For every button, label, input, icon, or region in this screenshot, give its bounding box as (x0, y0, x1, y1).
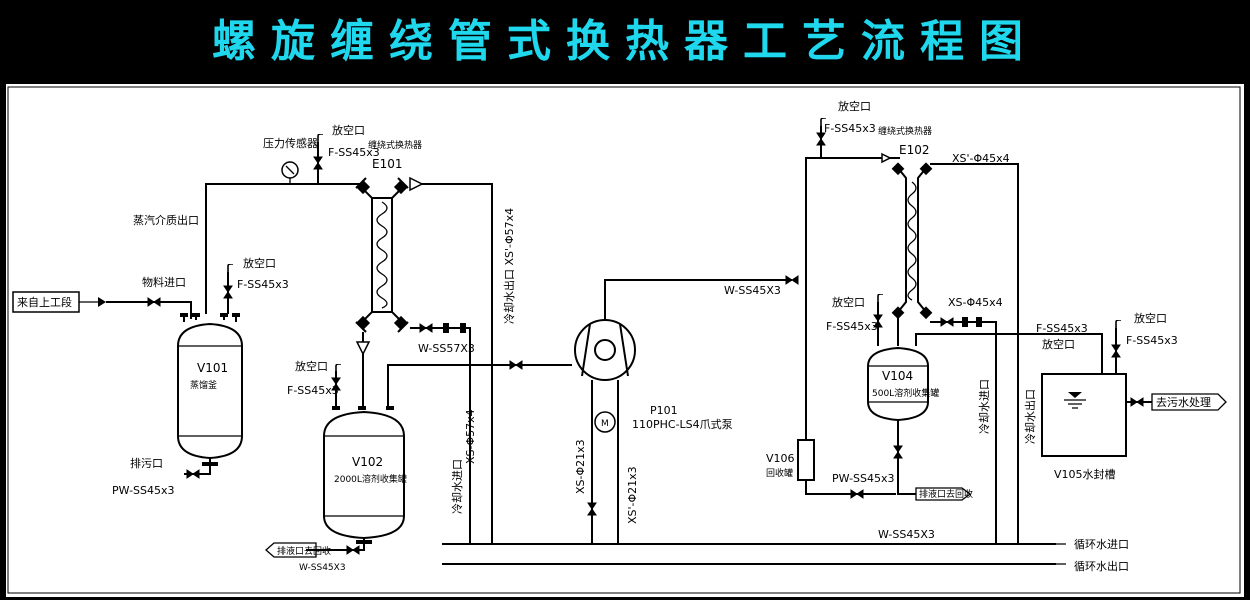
vent1-pipe-label: F-SS45x3 (328, 146, 380, 159)
pipe-w45-top-label: W-SS45X3 (724, 284, 781, 297)
cw-out2-label: 冷却水出口 (1023, 389, 1037, 444)
pipe-w45-bottom-label: W-SS45X3 (878, 528, 935, 541)
vent2-label: 放空口 (243, 256, 276, 270)
svg-text:来自上工段: 来自上工段 (17, 295, 72, 309)
e102-cw-valve[interactable] (940, 317, 954, 327)
v101-still: V101 蒸馏釜 (177, 313, 243, 475)
v106-tag: V106 (766, 452, 795, 465)
title-banner: 螺旋缠绕管式换热器工艺流程图 (0, 0, 1250, 84)
steam-outlet-label: 蒸汽介质出口 (133, 213, 199, 227)
cw-pipe1-label: XS-Φ57x4 (464, 409, 477, 464)
v105-seal-tank: V105水封槽 (1041, 373, 1127, 481)
vent4-label: 放空口 (838, 99, 871, 113)
v106-drain-valve[interactable] (850, 489, 864, 499)
e102-exchanger: E102 缠绕式换热器 (878, 125, 933, 320)
p101-tag: P101 (650, 404, 678, 417)
drain-out1-label: 排液口去回收 (277, 545, 331, 557)
vent3-label: 放空口 (295, 359, 328, 373)
pipe-xs21b-label: XS'-Φ21x3 (626, 466, 639, 524)
e101-name: 缠绕式换热器 (368, 139, 422, 151)
v101-vent-outlet (227, 264, 234, 272)
drain-out2-tag (915, 487, 972, 501)
cw-in1-label: 冷却水进口 (451, 459, 464, 514)
cw-in2-label: 冷却水进口 (978, 379, 991, 434)
e102-cw-outlet-pipe (930, 163, 1019, 544)
feed-source-box: 来自上工段 (12, 291, 80, 313)
v101-vent-valve[interactable] (223, 285, 233, 299)
e101-exchanger: E101 缠绕式换热器 (355, 139, 422, 333)
v102-name: 2000L溶剂收集罐 (334, 473, 407, 485)
v102-tank: V102 2000L溶剂收集罐 (306, 406, 407, 551)
circ-out-label: 循环水出口 (1074, 559, 1129, 573)
v105-vent-outlet (1115, 320, 1122, 328)
vent3-pipe-label: F-SS45x3 (287, 384, 339, 397)
circ-in-label: 循环水进口 (1074, 538, 1129, 551)
e101-cw-valve[interactable] (419, 323, 433, 333)
v106-tank (797, 439, 815, 481)
v104-tag: V104 (882, 369, 913, 383)
v102-vent-outlet (335, 364, 342, 372)
pump-motor-label: M (601, 419, 609, 429)
vent4-pipe-label: F-SS45x3 (824, 122, 876, 135)
v104-name: 500L溶剂收集罐 (872, 387, 939, 399)
pipe-f45-label: F-SS45x3 (1036, 322, 1088, 335)
pump-suction-valve[interactable] (509, 360, 523, 370)
v102-tag: V102 (352, 455, 383, 469)
feed-valve[interactable] (147, 297, 161, 307)
process-flow-diagram: 来自上工段 物料进口 V101 蒸馏釜 排污口 PW-SS45x3 放空口 F-… (7, 86, 1241, 594)
v106-line (805, 280, 896, 495)
page-title: 螺旋缠绕管式换热器工艺流程图 (212, 16, 1038, 67)
v105-name: V105水封槽 (1054, 467, 1116, 481)
e101-tag: E101 (372, 157, 403, 171)
to-wastewater-tag (1151, 393, 1227, 411)
diagram-sheet: 来自上工段 物料进口 V101 蒸馏釜 排污口 PW-SS45x3 放空口 F-… (6, 84, 1244, 597)
drawing-frame (7, 86, 1241, 594)
pump-discharge-valve[interactable] (785, 275, 799, 285)
drain-out1-tag (265, 542, 317, 558)
v101-name: 蒸馏釜 (190, 379, 217, 391)
e102-name: 缠绕式换热器 (878, 125, 932, 137)
drain-pipe2-label: PW-SS45x3 (832, 472, 895, 485)
e101-vent-valve[interactable] (313, 156, 323, 170)
drain1-label: 排污口 (130, 456, 163, 470)
feed-pipe (106, 301, 192, 319)
vent6-label: 放空口 (1042, 337, 1075, 351)
v104-vent-outlet (877, 294, 884, 302)
vent1-label: 放空口 (332, 123, 365, 137)
pipe-xs21-label: XS-Φ21x3 (574, 439, 587, 494)
material-inlet-label: 物料进口 (142, 275, 186, 289)
v102-drain-valve[interactable] (346, 545, 360, 555)
e102-feed-pipe (805, 157, 900, 280)
to-wastewater-label: 去污水处理 (1156, 396, 1211, 409)
pump-cw-valve-1[interactable] (587, 502, 597, 516)
v101-tag: V101 (197, 361, 228, 375)
pressure-sensor-label: 压力传感器 (263, 137, 318, 150)
cw-out1-label: 冷却水出口 XS'-Φ57x4 (502, 208, 516, 324)
e102-tag: E102 (899, 143, 930, 157)
v102-to-pump-pipe (387, 364, 572, 406)
pump-discharge-pipe (604, 279, 792, 320)
p101-pump: M P101 110PHC-LS4爪式泵 (574, 319, 733, 544)
p101-name: 110PHC-LS4爪式泵 (632, 418, 733, 431)
pipe-w45-left-label: W-SS45X3 (299, 563, 346, 573)
wastewater-valve[interactable] (1130, 397, 1144, 407)
vent7-label: 放空口 (1134, 311, 1167, 325)
vent7-pipe-label: F-SS45x3 (1126, 334, 1178, 347)
e101-cw-outlet-pipe (410, 183, 493, 544)
pipe-xs45-label: XS-Φ45x4 (948, 296, 1003, 309)
vent5-pipe-label: F-SS45x3 (826, 320, 878, 333)
pipe-xs45-top-label: XS'-Φ45x4 (952, 152, 1010, 165)
e101-vent-outlet (317, 134, 324, 142)
vent5-label: 放空口 (832, 295, 865, 309)
v104-tank: V104 500L溶剂收集罐 (867, 346, 939, 495)
pipe-w57-label: W-SS57X3 (418, 342, 475, 355)
v106-name: 回收罐 (766, 467, 793, 479)
drain-out2-label: 排液口去回收 (919, 488, 973, 500)
steam-outlet-pipe (205, 183, 360, 314)
vent2-pipe-label: F-SS45x3 (237, 278, 289, 291)
v105-vent-valve[interactable] (1111, 344, 1121, 358)
v101-drain-valve[interactable] (186, 469, 200, 479)
v104-bottom-valve[interactable] (893, 445, 903, 459)
drain1-pipe-label: PW-SS45x3 (112, 484, 175, 497)
